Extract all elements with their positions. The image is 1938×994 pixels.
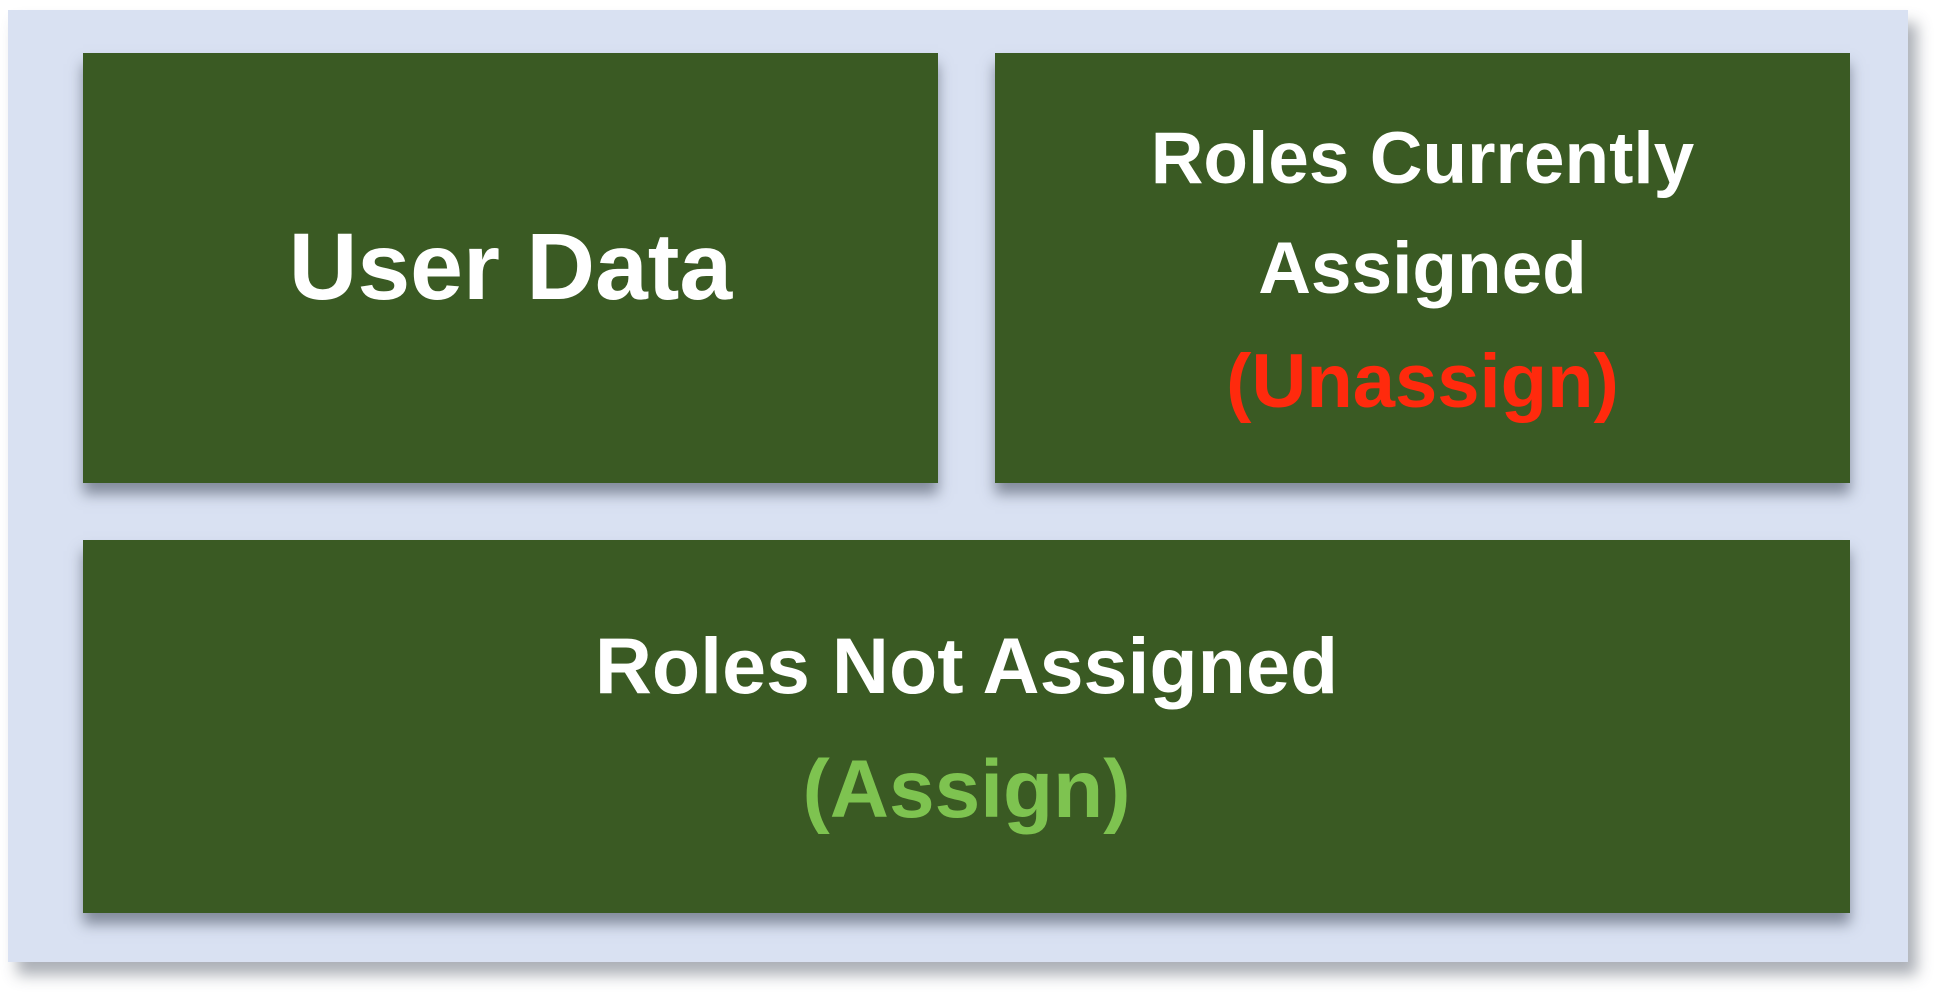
- roles-currently-assigned-region: Roles Currently Assigned (Unassign): [995, 53, 1850, 483]
- roles-not-assigned-title: Roles Not Assigned: [594, 620, 1339, 710]
- roles-not-assigned-region: Roles Not Assigned (Assign): [83, 540, 1850, 913]
- user-data-label: User Data: [288, 214, 733, 321]
- unassign-action-label: (Unassign): [1226, 339, 1619, 425]
- assign-action-label: (Assign): [802, 744, 1131, 836]
- roles-currently-assigned-title: Roles Currently Assigned: [1150, 118, 1695, 309]
- user-data-region: User Data: [83, 53, 938, 483]
